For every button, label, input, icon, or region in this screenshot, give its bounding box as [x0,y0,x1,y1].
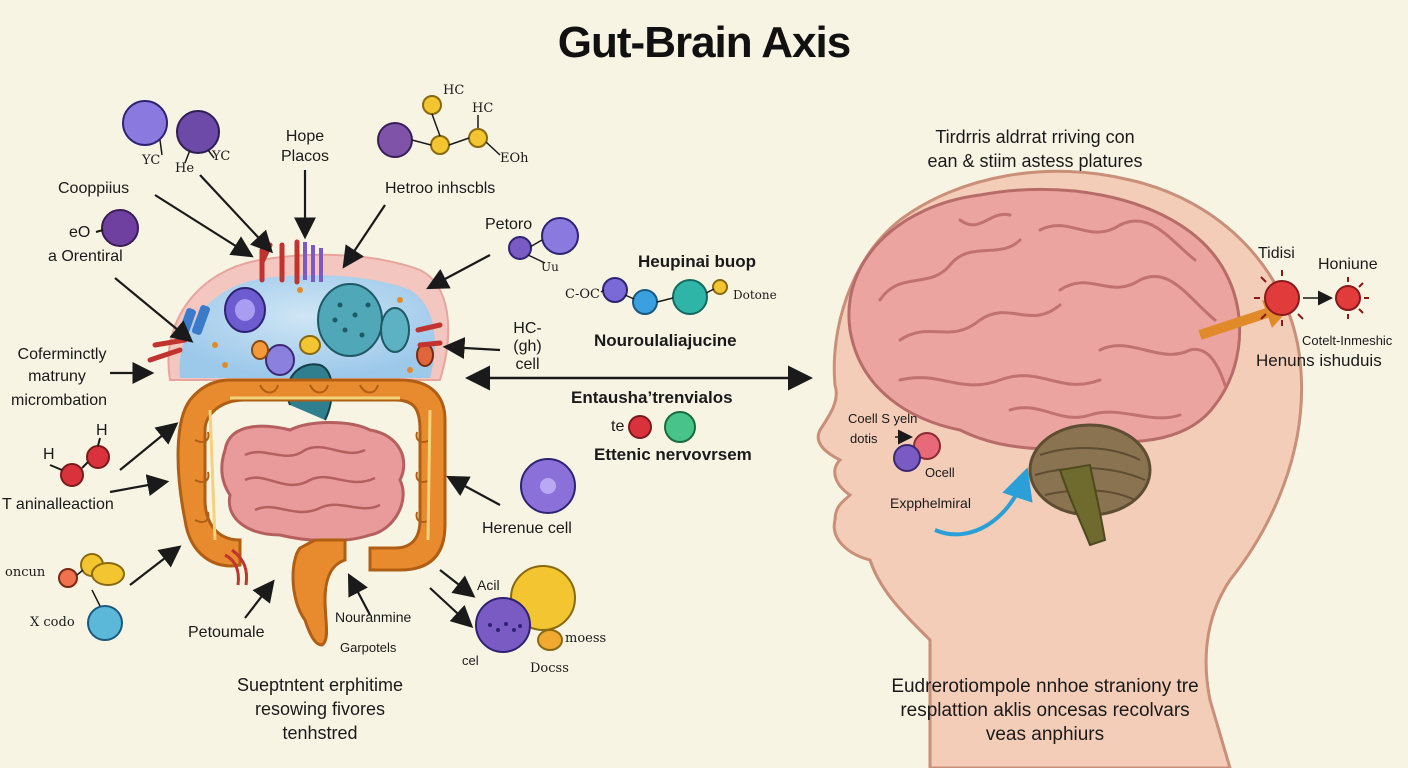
oncun-label: oncun [5,565,46,580]
hc-cell-line1: HC- [513,320,542,337]
he-molecule [176,110,220,154]
heupinai-node-3 [672,279,708,315]
h-label-top: H [96,422,108,439]
brain-caption-top-line1: Tirdrris aldrrat rriving con [935,127,1135,147]
brain-caption-bottom-line3: veas anphiurs [985,724,1105,745]
vagus-signal-arrow [934,467,1033,537]
arrows [109,170,813,628]
cotelt-label: Cotelt-Inmeshic [1302,333,1393,348]
tanina-label: T aninalleaction [2,496,114,513]
gut-caption-line1: Sueptntent erphitime [236,675,404,695]
heupinai-node-2 [632,289,658,315]
entausha-green-molecule [664,411,696,443]
oncun-molecule-3 [91,562,125,586]
expphelmiral-label: Expphelmiral [890,495,971,511]
petoro-label: Petoro [485,216,533,233]
eoh-label: EOh [500,151,529,166]
rectum [291,538,347,647]
ocell-label: Ocell [925,465,955,480]
hc1-label: HC [443,83,465,98]
docss-label: Docss [530,661,569,676]
eo-molecule [101,209,139,247]
yc2-label: YC [212,149,231,164]
a-orentiral-label: a Orentiral [48,248,123,265]
matruny-label: matruny [28,368,86,385]
he-label: He [175,161,195,176]
heupinai-label: Heupinai buop [638,252,757,271]
micrombation-label: micrombation [10,392,108,409]
cel-molecule [475,597,531,653]
nouroula-label: Nouroulaliajucine [594,331,737,350]
yc-label: YC [142,153,161,168]
eo-label: eO [69,224,91,241]
uu-label: Uu [541,260,559,274]
cel-label: cel [462,653,479,668]
dotis-label: dotis [850,431,878,446]
hc-chain-purple [377,122,413,158]
yc-molecule [122,100,168,146]
brainstem [1058,463,1107,547]
hope-label: Hope [285,128,325,145]
entausha-red-molecule [628,415,652,439]
tidisi-label: Tidisi [1258,245,1295,262]
moess-molecule [537,629,563,651]
h-molecule-large [86,445,110,469]
ettenic-label: Ettenic nervovrsem [594,445,752,464]
henuns-label: Henuns ishuduis [1256,351,1382,370]
hc2-label: HC [472,101,494,116]
honiune-molecule [1335,285,1361,311]
herenue-cell-label: Herenue cell [482,520,572,537]
c-oc-label: C-OC [565,287,600,302]
colon [176,378,447,572]
garpotels-label: Garpotels [340,640,397,655]
honiune-label: Honiune [1318,256,1378,273]
nouramine-label: Nouranmine [335,609,412,625]
gut-caption-line3: tenhstred [282,723,358,743]
brain-caption-top-line2: ean & stiim astess platures [927,151,1143,171]
face-purple-molecule [893,444,921,472]
petoro-molecule-small [508,236,532,260]
heupinai-node-1 [602,277,628,303]
te-label: te [611,418,625,435]
x-codo-label: X codo [30,615,75,630]
brain [847,187,1242,547]
dotone-label: Dotone [733,288,777,302]
page-title: Gut-Brain Axis [557,18,851,67]
moess-label: moess [565,631,607,646]
coopplius-label: Cooppiius [58,180,130,197]
gut-caption-line2: resowing fivores [254,699,386,719]
small-intestine [220,421,406,543]
entausha-label: Entausha’trenvialos [571,388,733,407]
acil-label: Acil [477,577,500,593]
coell-s-yeln-label: Coell S yeln [848,411,918,426]
petoro-molecule-large [541,217,579,255]
x-codo-molecule [87,605,123,641]
blood-vessel [224,548,249,586]
hc-cell-line2: (gh) [513,338,542,355]
placos-label: Placos [280,148,330,165]
brain-caption-bottom-line1: Eudrerotiompole nnhoe straniony tre [891,676,1199,697]
hetroo-label: Hetroo inhscbls [385,180,496,197]
oncun-molecule-1 [58,568,78,588]
petoumale-label: Petoumale [188,624,265,641]
signal-arrow [1198,307,1272,340]
heupinai-node-4 [712,279,728,295]
h-label-left: H [43,446,55,463]
hc-cell-line3: cell [515,356,540,373]
brain-caption-bottom-line2: resplattion aklis oncesas recolvars [900,700,1190,721]
h-molecule-small [60,463,84,487]
coferminctly-label: Coferminctly [17,346,107,363]
tidisi-molecule [1264,280,1300,316]
